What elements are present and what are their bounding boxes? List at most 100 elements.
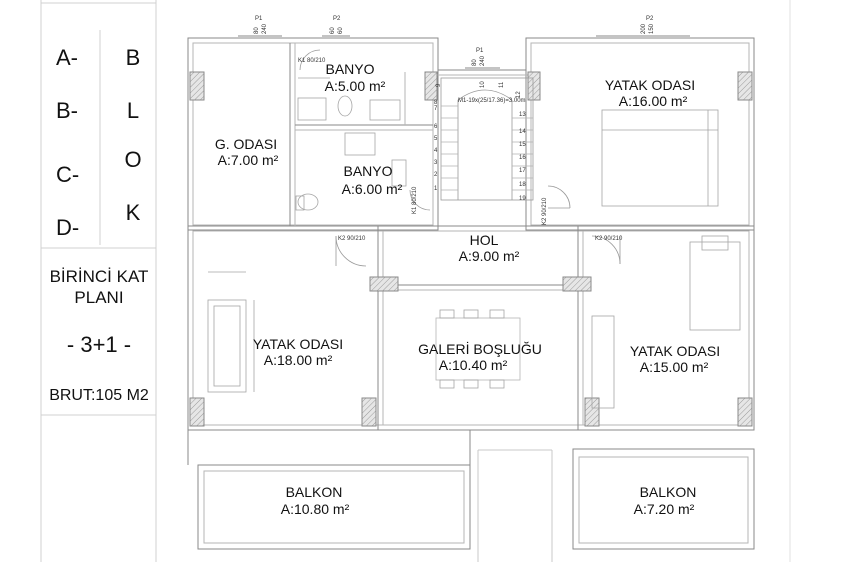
stair-step-number: 17 [519, 168, 526, 174]
column [424, 71, 438, 101]
blok-letter-k: K [126, 200, 141, 225]
column [189, 397, 205, 427]
stair-step-number: 8 [434, 100, 438, 106]
bed [207, 299, 247, 393]
column [737, 397, 753, 427]
blok-letter-o: O [124, 147, 141, 172]
window-tag: P1 [255, 16, 263, 22]
door-tag: K1 80/210 [298, 58, 326, 64]
room-area-banyo-1: A:5.00 m² [325, 78, 386, 94]
window-dim: 60 [330, 27, 336, 34]
room-area-yatak-odasi-1: A:16.00 m² [619, 93, 688, 109]
column [361, 397, 377, 427]
door-swing [547, 185, 571, 209]
stair-step-number: 16 [519, 155, 526, 161]
bed [601, 109, 719, 207]
staircase [440, 77, 534, 201]
stair-step-number: 14 [519, 129, 526, 135]
room-area-balkon-2: A:7.20 m² [634, 501, 695, 517]
toilet [297, 193, 319, 211]
stair-step-number: 3 [434, 160, 438, 166]
window-dim: 80 [254, 27, 260, 34]
window-dim: 80 [472, 59, 478, 66]
block-label-d: D- [56, 215, 79, 240]
stair-step-number: 15 [519, 142, 526, 148]
window-dim: 60 [338, 27, 344, 34]
plan-title-line1: BİRİNCİ KAT [50, 267, 149, 286]
room-name-yatak-odasi-1: YATAK ODASI [605, 77, 695, 93]
stair-step-number: 13 [519, 112, 526, 118]
fixtures [207, 77, 741, 409]
window-markers: P1 80 240 P2 60 60 P1 80 240 P2 200 150 [238, 16, 690, 69]
room-name-g-odasi: G. ODASI [215, 136, 277, 152]
door-swing [335, 235, 367, 267]
doors [299, 49, 621, 267]
stair-step-number: 10 [480, 81, 486, 88]
door-tag: K2 90/210 [338, 236, 366, 242]
stair-step-number: 2 [434, 172, 438, 178]
stair-step-number: 6 [434, 124, 438, 130]
blok-letter-b: B [126, 45, 141, 70]
column [562, 276, 592, 292]
gross-area: BRUT:105 M2 [49, 387, 149, 404]
column [527, 71, 541, 101]
stair-step-number: 11 [499, 81, 505, 88]
window-tag: P2 [646, 16, 654, 22]
block-label-c: C- [56, 162, 79, 187]
stair-step-number: 4 [434, 148, 438, 154]
room-name-galeri: GALERİ BOŞLUĞU [418, 340, 542, 357]
room-name-balkon-2: BALKON [640, 484, 697, 500]
room-area-hol: A:9.00 m² [459, 248, 520, 264]
window-dim: 240 [480, 55, 486, 66]
room-area-g-odasi: A:7.00 m² [218, 152, 279, 168]
plan-title-line2: PLANI [74, 288, 123, 307]
room-name-banyo-1: BANYO [325, 61, 374, 77]
stair-step-number: 12 [516, 91, 522, 98]
bed [689, 241, 741, 331]
room-name-banyo-2: BANYO [343, 163, 392, 179]
stair-step-number: 19 [519, 196, 526, 202]
block-label-b: B- [56, 98, 78, 123]
column [369, 276, 399, 292]
room-name-hol: HOL [470, 232, 499, 248]
window-tag: P2 [333, 16, 341, 22]
room-name-yatak-odasi-3: YATAK ODASI [630, 343, 720, 359]
stair-note: M1-19x(25/17.36)=3.00m [458, 98, 526, 104]
door-swing [409, 189, 431, 211]
balconies [187, 430, 755, 562]
door-tag: K2 90/210 [595, 236, 623, 242]
room-area-banyo-2: A:6.00 m² [342, 181, 403, 197]
room-area-balkon-1: A:10.80 m² [281, 501, 350, 517]
columns [189, 71, 753, 427]
shower [344, 132, 376, 156]
room-name-yatak-odasi-2: YATAK ODASI [253, 336, 343, 352]
room-name-balkon-1: BALKON [286, 484, 343, 500]
window-tag: P1 [476, 48, 484, 54]
legend-panel: A- B- C- D- B L O K BİRİNCİ KAT PLANI - … [40, 0, 791, 562]
washbasin [297, 97, 327, 121]
door-swing [299, 49, 321, 71]
outer-walls [187, 37, 755, 431]
room-area-galeri: A:10.40 m² [439, 357, 508, 373]
stair-step-number: 7 [434, 106, 438, 112]
stair-step-number: 18 [519, 182, 526, 188]
door-tags: K1 80/210 K1 80/210 K2 90/210 K2 90/210 … [298, 58, 623, 242]
stair-step-numbers: 9 8 7 6 5 4 3 2 1 10 11 12 13 14 15 16 1… [434, 81, 526, 202]
unit-type: - 3+1 - [67, 332, 131, 357]
column [737, 71, 753, 101]
stair-step-number: 1 [434, 186, 438, 192]
window-dim: 240 [262, 23, 268, 34]
toilet [337, 95, 353, 117]
room-area-yatak-odasi-3: A:15.00 m² [640, 359, 709, 375]
room-labels: BANYO A:5.00 m² YATAK ODASI A:16.00 m² G… [215, 61, 720, 517]
stair-step-number: 5 [434, 136, 438, 142]
door-tag: K1 80/210 [412, 186, 418, 214]
blok-letter-l: L [127, 98, 139, 123]
washbasin [391, 159, 407, 187]
block-label-a: A- [56, 45, 78, 70]
stair-step-number: 9 [436, 83, 442, 87]
window-dim: 150 [649, 23, 655, 34]
room-area-yatak-odasi-2: A:18.00 m² [264, 352, 333, 368]
column [189, 71, 205, 101]
